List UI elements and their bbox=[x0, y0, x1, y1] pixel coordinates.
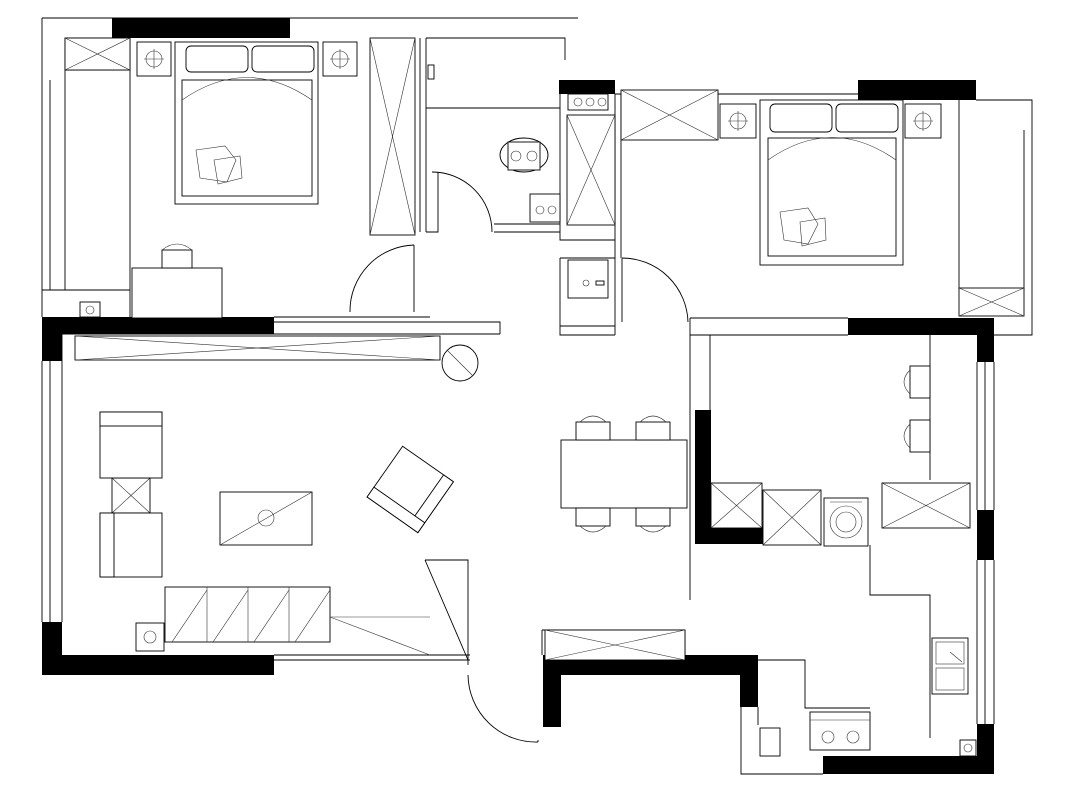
dining-area bbox=[560, 365, 931, 533]
doors bbox=[349, 171, 689, 743]
structural-walls bbox=[42, 18, 994, 774]
living-room bbox=[99, 344, 479, 652]
bathroom bbox=[427, 64, 609, 299]
bedroom-left bbox=[79, 41, 358, 319]
wardrobes bbox=[64, 37, 1025, 661]
kitchen bbox=[759, 497, 977, 757]
bedroom-right bbox=[719, 99, 942, 266]
